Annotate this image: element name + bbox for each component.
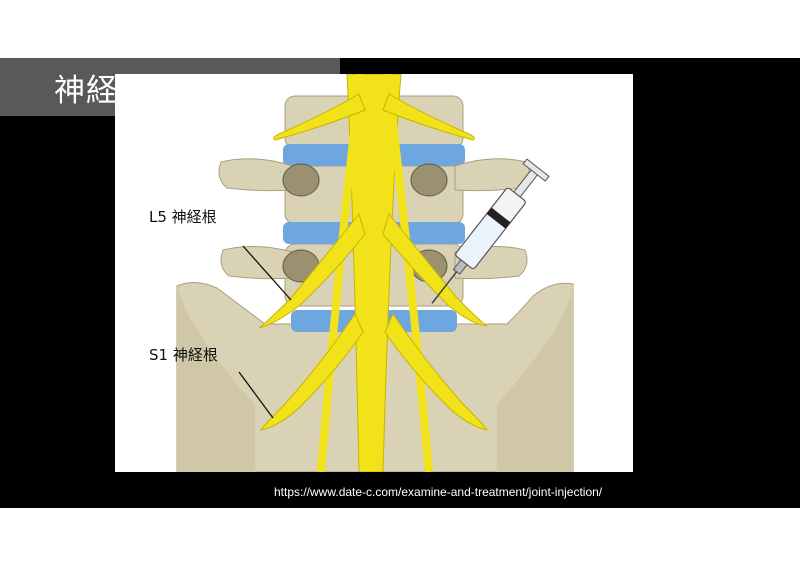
nerve-root-l5-right: [382, 212, 488, 327]
spine-diagram: [176, 74, 574, 472]
facet-right-1: [410, 163, 448, 197]
nerve-root-block-illustration: L5 神経根 S1 神経根: [115, 74, 633, 472]
nerve-root-upper-left: [273, 93, 366, 141]
process-right-1: [454, 158, 530, 192]
iliac-left: [177, 286, 255, 472]
syringe-icon: [431, 158, 550, 304]
nerve-root-l5-left: [258, 212, 366, 329]
label-s1-nerve-root: S1 神経根: [149, 346, 218, 364]
source-url: https://www.date-c.com/examine-and-treat…: [274, 485, 603, 499]
process-left-1: [218, 158, 294, 192]
s1-pointer-line: [238, 371, 274, 419]
nerve-root-upper-right: [382, 93, 475, 141]
nerve-root-s1-left: [259, 312, 364, 431]
nerve-root-s1-right: [384, 312, 489, 431]
iliac-right: [497, 284, 573, 472]
label-l5-nerve-root: L5 神経根: [149, 208, 217, 226]
l5-pointer-line: [242, 245, 292, 301]
facet-left-1: [282, 163, 320, 197]
